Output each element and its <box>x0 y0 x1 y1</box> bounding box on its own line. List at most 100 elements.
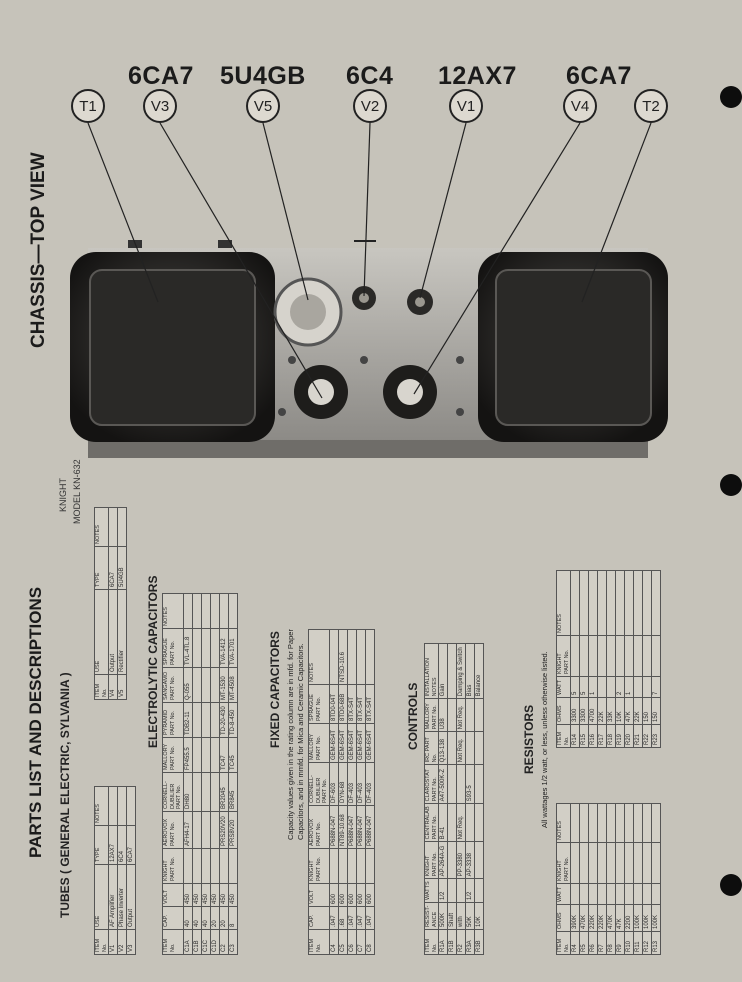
tubes-a-cell: Output <box>126 864 136 930</box>
electrolytic-cell: PRS8V20 <box>228 811 237 849</box>
electrolytic-cell: 450 <box>201 883 210 907</box>
fixed-col-header: VOLT <box>308 883 329 907</box>
electrolytic-cell <box>183 848 192 884</box>
tubes-b-col-header: USE <box>94 589 109 675</box>
electrolytic-cell <box>210 772 219 812</box>
resistors-a-cell <box>642 883 652 905</box>
punch-hole-middle <box>720 474 742 496</box>
controls-cell: Gain <box>438 643 448 699</box>
tubes-b-cell: V5 <box>117 674 127 700</box>
resistors-b-cell: R21 <box>633 724 643 748</box>
electrolytic-cell: TVL-4TL.8 <box>183 628 192 668</box>
resistors-a-cell <box>606 842 616 884</box>
electrolytic-cell <box>228 593 237 629</box>
resistors-b-cell: R17 <box>597 724 607 748</box>
electrolytic-cell <box>192 593 201 629</box>
tubes-b-cell: 6CA7 <box>108 546 118 590</box>
resistors-b-cell: 1 <box>624 676 634 698</box>
resistors-b-cell <box>624 635 634 677</box>
resistors-a-cell <box>642 842 652 884</box>
resistors-a-cell: R4 <box>570 931 580 955</box>
controls-cell: AP-3338 <box>465 841 475 879</box>
controls-cell: Bias <box>465 643 475 699</box>
controls-heading: CONTROLS <box>406 682 420 750</box>
resistors-b-cell <box>633 570 643 636</box>
resistors-a-cell <box>624 803 634 843</box>
tubes-a-cell: V3 <box>126 929 136 955</box>
resistors-b-cell: R16 <box>588 724 598 748</box>
electrolytic-col-header: CAP. <box>162 906 183 930</box>
resistors-a-cell <box>633 842 643 884</box>
resistors-b-cell: R14 <box>570 724 580 748</box>
fixed-capacitors-heading: FIXED CAPACITORS <box>268 631 282 748</box>
controls-cell <box>474 764 484 804</box>
controls-cell: with <box>456 902 466 930</box>
electrolytic-cell: 450 <box>219 883 228 907</box>
controls-cell <box>456 764 466 804</box>
resistors-b-cell <box>651 635 661 677</box>
electrolytic-cell: 40 <box>183 906 192 930</box>
tube-label-v2: 6C4 <box>346 62 394 90</box>
resistors-a-cell <box>624 842 634 884</box>
resistors-b-cell: 150 <box>651 697 661 725</box>
resistors-a-cell: R12 <box>642 931 652 955</box>
resistors-a-cell: 390K <box>570 904 580 932</box>
electrolytic-cell <box>192 737 201 773</box>
controls-cell: Damping & Switch <box>456 643 466 699</box>
electrolytic-cell: AFH4-17 <box>183 811 192 849</box>
resistors-b-cell <box>633 635 643 677</box>
tube-label-v5: 5U4GB <box>220 62 306 90</box>
resistors-b-cell <box>642 676 652 698</box>
resistors-b-col-header: WATT <box>556 676 571 698</box>
electrolytic-cell: MT-1530 <box>219 667 228 703</box>
resistors-a-cell <box>570 803 580 843</box>
fixed-cell: .047 <box>329 906 338 930</box>
resistors-a-cell <box>588 883 598 905</box>
controls-cell <box>474 698 484 732</box>
electrolytic-col-header: CORNELL-DUBILIER PART No. <box>162 772 183 812</box>
tubes-b-col-header: NOTES <box>94 507 109 547</box>
resistors-b-cell: 10K <box>615 697 625 725</box>
electrolytic-cell: TVA-1701 <box>228 628 237 668</box>
electrolytic-cell: TVA-1412 <box>219 628 228 668</box>
fixed-cell <box>365 629 374 685</box>
resistors-b-cell <box>624 570 634 636</box>
resistors-b-cell <box>588 570 598 636</box>
tubes-a-cell: 12AX7 <box>108 825 118 865</box>
resistors-b-cell <box>615 635 625 677</box>
resistors-b-cell: 150 <box>642 697 652 725</box>
resistors-b-cell: R18 <box>606 724 616 748</box>
electrolytic-cell <box>192 702 201 738</box>
electrolytic-cell <box>210 811 219 849</box>
fixed-cell: 8TX-S4T <box>347 684 356 724</box>
resistors-b-cell: R22 <box>642 724 652 748</box>
resistors-b-cell: 4700 <box>588 697 598 725</box>
controls-col-header: CENTRALAB PART No. <box>424 803 439 842</box>
fixed-cell: 600 <box>356 883 365 907</box>
controls-cell <box>465 803 475 842</box>
resistors-a-cell <box>624 883 634 905</box>
fixed-col-header: MALLORY PART No. <box>308 723 329 763</box>
resistors-b-cell <box>570 570 580 636</box>
resistors-a-cell: 220K <box>597 904 607 932</box>
resistors-b-cell: R20 <box>624 724 634 748</box>
punch-hole-top <box>720 86 742 108</box>
controls-cell <box>447 841 457 879</box>
electrolytic-cell <box>219 848 228 884</box>
electrolytic-cell: C1B <box>192 929 201 955</box>
